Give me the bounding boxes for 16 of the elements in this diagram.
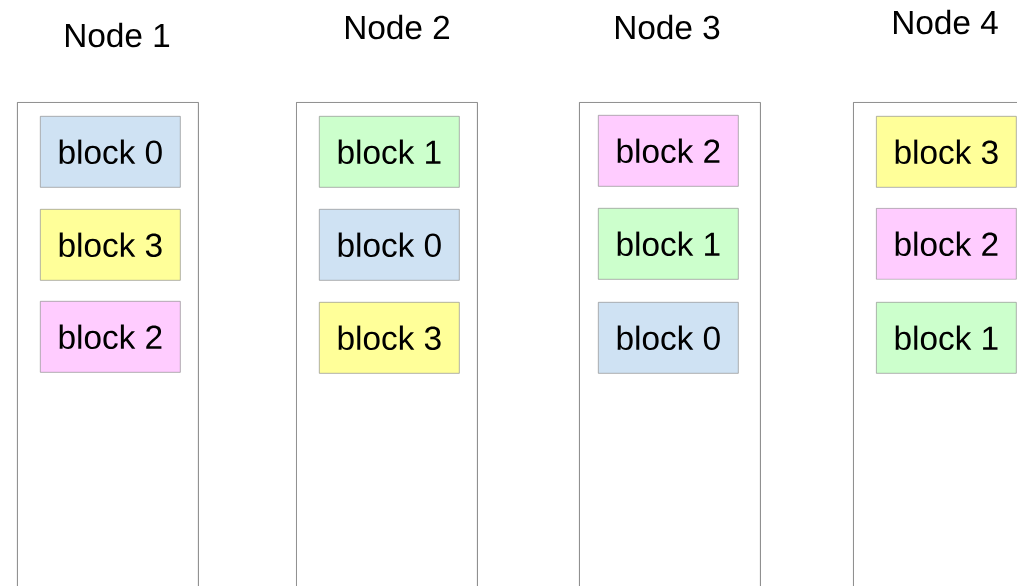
block-box: block 2 — [40, 301, 181, 373]
block-box: block 0 — [40, 116, 181, 188]
block-box: block 1 — [598, 208, 739, 280]
column-heading: Node 3 — [616, 14, 720, 40]
block-box: block 1 — [876, 302, 1017, 374]
block-box: block 3 — [876, 116, 1017, 188]
block-box: block 1 — [319, 116, 460, 188]
block-box: block 0 — [598, 302, 739, 374]
column-heading: Node 2 — [346, 14, 449, 40]
column-heading: Node 1 — [66, 22, 170, 48]
block-box: block 0 — [319, 209, 460, 281]
column-heading: Node 4 — [894, 9, 998, 35]
block-box: block 3 — [319, 302, 460, 374]
block-box: block 2 — [598, 115, 739, 187]
block-box: block 2 — [876, 208, 1017, 280]
block-box: block 3 — [40, 209, 181, 281]
